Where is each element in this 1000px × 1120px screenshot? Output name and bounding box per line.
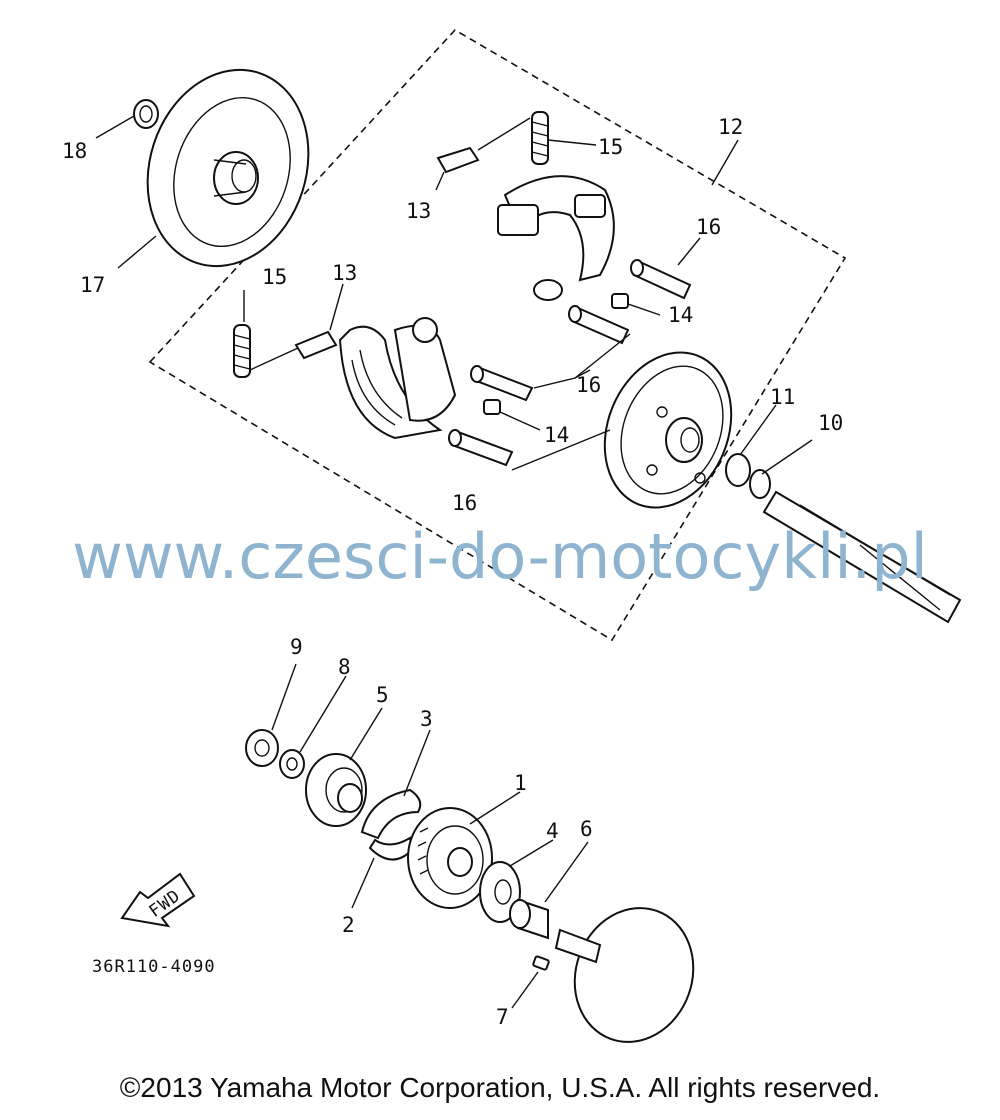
pin-16-b bbox=[568, 305, 630, 345]
shaft-cover bbox=[554, 907, 695, 1043]
block-14-lower bbox=[483, 399, 501, 415]
label-16a: 16 bbox=[696, 215, 721, 239]
label-17: 17 bbox=[80, 273, 105, 297]
label-10: 10 bbox=[818, 411, 843, 435]
label-6: 6 bbox=[580, 817, 593, 841]
label-1: 1 bbox=[514, 771, 527, 795]
circlip-18 bbox=[133, 99, 159, 129]
plate-4 bbox=[479, 861, 521, 923]
pin-16-d bbox=[448, 429, 514, 467]
fwd-arrow-icon: FWD bbox=[120, 872, 196, 928]
bushing-6 bbox=[509, 898, 549, 940]
label-13a: 13 bbox=[406, 199, 431, 223]
clip-13-lower bbox=[294, 330, 338, 360]
label-18: 18 bbox=[62, 139, 87, 163]
label-16b: 16 bbox=[576, 373, 601, 397]
label-15a: 15 bbox=[598, 135, 623, 159]
assembly-boundary-12 bbox=[148, 28, 847, 642]
label-14b: 14 bbox=[544, 423, 569, 447]
copyright-notice: ©2013 Yamaha Motor Corporation, U.S.A. A… bbox=[119, 1072, 881, 1103]
washer-11 bbox=[725, 453, 751, 487]
key-7 bbox=[532, 955, 550, 971]
clutch-shoe-lower bbox=[338, 317, 457, 440]
block-14-upper bbox=[611, 293, 629, 309]
clutch-shoe-upper bbox=[497, 175, 615, 301]
pin-16-a bbox=[630, 259, 692, 300]
label-15b: 15 bbox=[262, 265, 287, 289]
label-2: 2 bbox=[342, 913, 355, 937]
label-4: 4 bbox=[546, 819, 559, 843]
label-9: 9 bbox=[290, 635, 303, 659]
pin-16-c bbox=[470, 365, 534, 402]
housing-5 bbox=[305, 753, 367, 827]
diagram-code: 36R110-4090 bbox=[92, 957, 216, 977]
label-5: 5 bbox=[376, 683, 389, 707]
leader-lines bbox=[95, 115, 813, 1009]
gear-1 bbox=[407, 807, 493, 909]
nut-10 bbox=[749, 469, 771, 499]
label-7: 7 bbox=[496, 1005, 509, 1029]
shoe-2 bbox=[368, 836, 414, 861]
nut-9 bbox=[245, 729, 279, 767]
washer-8 bbox=[279, 749, 305, 779]
label-13b: 13 bbox=[332, 261, 357, 285]
spring-15-upper bbox=[531, 111, 549, 165]
label-3: 3 bbox=[420, 707, 433, 731]
clutch-housing-drum bbox=[146, 68, 310, 268]
label-16c: 16 bbox=[452, 491, 477, 515]
label-14a: 14 bbox=[668, 303, 693, 327]
label-8: 8 bbox=[338, 655, 351, 679]
clip-13-upper bbox=[436, 146, 480, 174]
watermark: www.czesci-do-motocykli.pl bbox=[72, 520, 928, 593]
spring-15-lower bbox=[233, 324, 251, 378]
clutch-carrier-gear bbox=[603, 351, 733, 509]
label-12: 12 bbox=[718, 115, 743, 139]
label-11: 11 bbox=[770, 385, 795, 409]
shoe-3 bbox=[360, 788, 422, 840]
